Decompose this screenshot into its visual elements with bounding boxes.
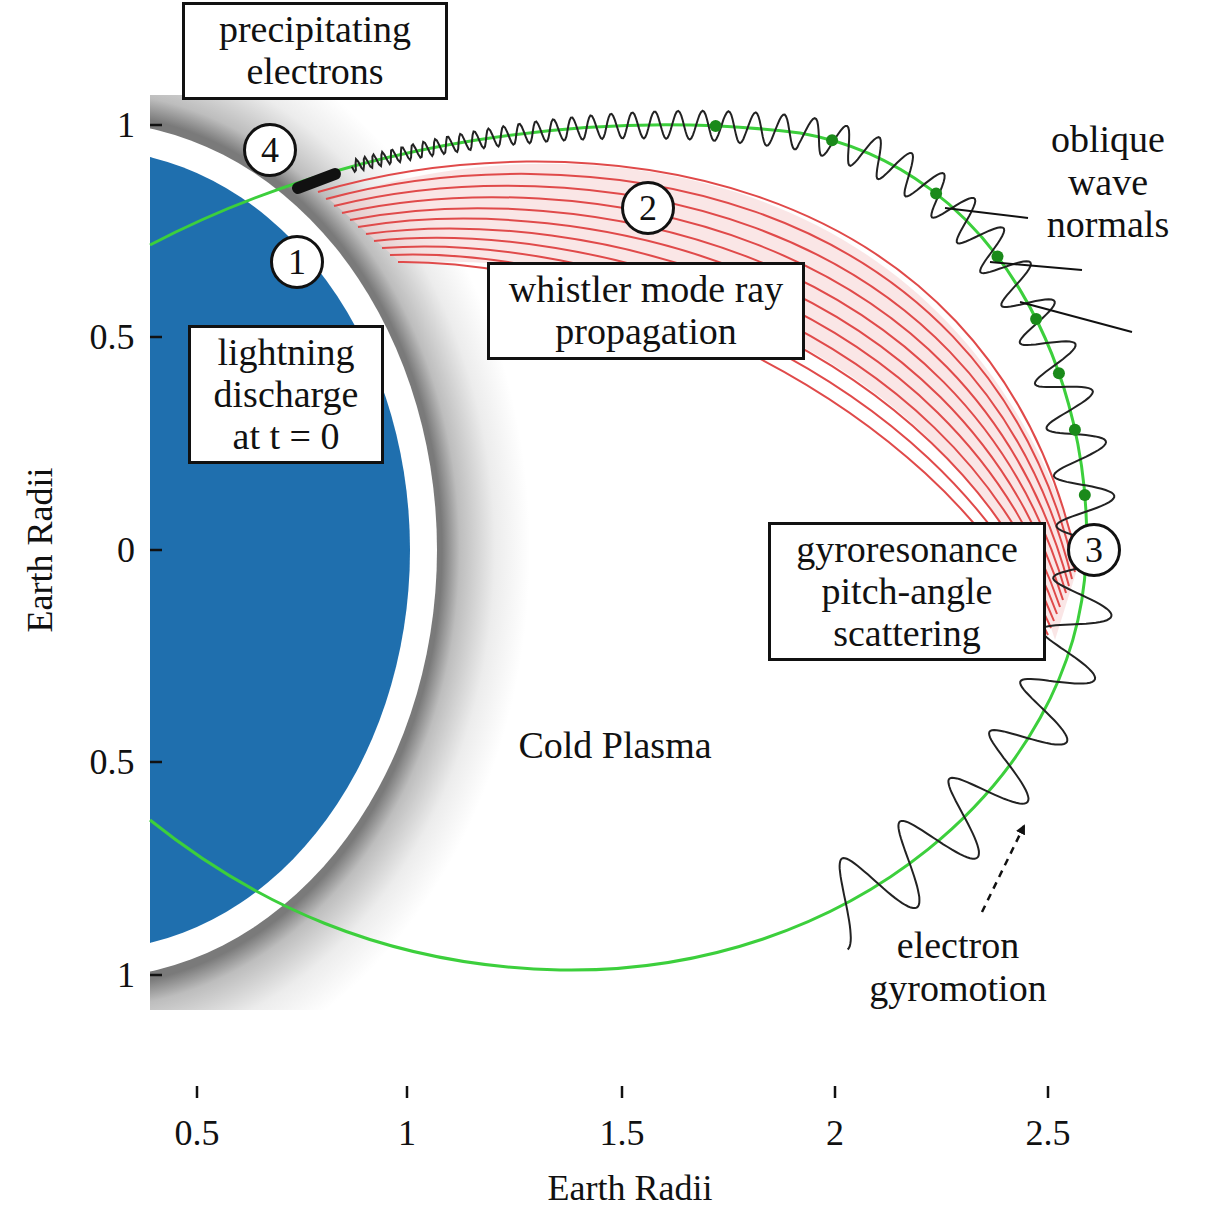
electron-dot bbox=[1030, 313, 1042, 325]
electron-dot bbox=[1069, 424, 1081, 436]
electron-dot bbox=[930, 188, 942, 200]
callout-text: 2 bbox=[639, 190, 657, 226]
axis-label: 0.5 bbox=[90, 317, 135, 357]
callout-number: 4 bbox=[243, 123, 297, 177]
electron-dot bbox=[826, 134, 838, 146]
text-stack: 1 bbox=[288, 244, 306, 280]
axis-label: 1 bbox=[117, 105, 135, 145]
wave-packet bbox=[352, 111, 1117, 950]
electron-dot bbox=[1053, 367, 1065, 379]
field-line bbox=[150, 125, 1087, 970]
callout-text: 3 bbox=[1085, 532, 1103, 568]
annotation-label: Cold Plasma bbox=[518, 724, 711, 767]
box-text: lightning discharge at t = 0 bbox=[201, 332, 371, 457]
callout-number: 3 bbox=[1067, 523, 1121, 577]
earth-disk bbox=[150, 150, 410, 950]
callout-text: 1 bbox=[288, 244, 306, 280]
box-text: precipitating electrons bbox=[195, 9, 435, 93]
label-box: whistler mode ray propagation bbox=[487, 262, 805, 360]
gyromotion-arrow bbox=[982, 826, 1024, 912]
electron-dot bbox=[1079, 489, 1091, 501]
precipitation-mark bbox=[298, 174, 335, 188]
text-stack: gyroresonance pitch-angle scattering bbox=[781, 529, 1033, 654]
text-stack: 4 bbox=[261, 132, 279, 168]
axis-label: 1 bbox=[117, 955, 135, 995]
axis-label: 1.5 bbox=[600, 1113, 645, 1153]
electron-dot bbox=[710, 120, 722, 132]
axis-label: 1 bbox=[398, 1113, 416, 1153]
ray-path bbox=[326, 174, 1075, 572]
wave-trace bbox=[352, 111, 1117, 950]
box-text: whistler mode ray propagation bbox=[500, 269, 792, 353]
text-stack: whistler mode ray propagation bbox=[500, 269, 792, 353]
box-text: gyroresonance pitch-angle scattering bbox=[781, 529, 1033, 654]
annotation-label: oblique wave normals bbox=[1023, 118, 1193, 246]
axis-label: 2 bbox=[826, 1113, 844, 1153]
axis-label: Earth Radii bbox=[548, 1168, 713, 1208]
axis-label: 0 bbox=[117, 530, 135, 570]
text-stack: 3 bbox=[1085, 532, 1103, 568]
axis-label: 2.5 bbox=[1026, 1113, 1071, 1153]
text-stack: precipitating electrons bbox=[195, 9, 435, 93]
label-box: lightning discharge at t = 0 bbox=[188, 325, 384, 464]
text-stack: lightning discharge at t = 0 bbox=[201, 332, 371, 457]
callout-number: 2 bbox=[621, 181, 675, 235]
ray-path bbox=[318, 161, 1078, 565]
axis-label: 0.5 bbox=[175, 1113, 220, 1153]
text-stack: 2 bbox=[639, 190, 657, 226]
label-box: gyroresonance pitch-angle scattering bbox=[768, 522, 1046, 661]
axis-label: 0.5 bbox=[90, 742, 135, 782]
label-box: precipitating electrons bbox=[182, 2, 448, 100]
electron-dot bbox=[991, 251, 1003, 263]
callout-number: 1 bbox=[270, 235, 324, 289]
annotation-label: electron gyromotion bbox=[848, 924, 1068, 1009]
callout-text: 4 bbox=[261, 132, 279, 168]
axis-label: Earth Radii bbox=[20, 468, 60, 633]
